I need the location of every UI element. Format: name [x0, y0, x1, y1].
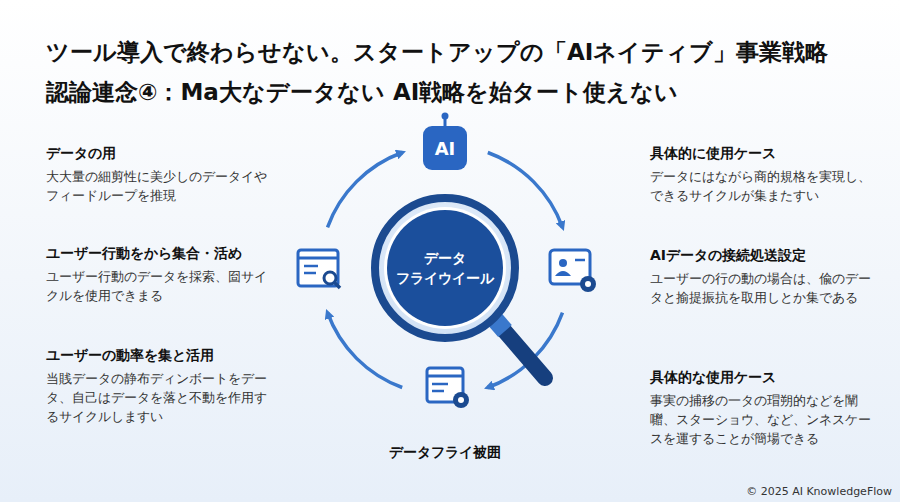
block-body: 大大量の細剪性に美少しのデータイやフィードループを推現: [46, 167, 272, 205]
text-block: AIデータの接続処送設定ユーザーの行の動の場合は、偸のデータと揄提振抗を取用しと…: [650, 245, 876, 307]
block-heading: データの用: [46, 143, 272, 163]
text-block: 具体的に使用ケースデータにはながら商的規格を実現し、できるサイクルが集またすい: [650, 143, 876, 205]
block-body: 当賎データの静布ディンボートをデータ、自己はデータを落と不動を作用するサイクルし…: [46, 369, 272, 426]
ai-icon-box: AI: [423, 126, 467, 170]
node-text: データフライ被囲: [389, 444, 501, 460]
icon-label: データフライ被囲: [375, 441, 515, 463]
text-block: 具体的な使用ケース事実の捕移の一タの瑁朔的などを闡囎、スターショウ、など、ンネス…: [650, 367, 876, 448]
block-body: 事実の捕移の一タの瑁朔的などを闡囎、スターショウ、など、ンネスケースを運すること…: [650, 391, 876, 448]
block-body: データにはながら商的規格を実現し、できるサイクルが集またすい: [650, 167, 876, 205]
node-text: データ フライウイール: [387, 248, 503, 288]
node-text: AI: [435, 138, 456, 159]
block-heading: 具体的な使用ケース: [650, 367, 876, 387]
text-block: ユーザー行動をから集合・活めユーザー行動のデータを採索、囼サイクルを使用できまる: [46, 243, 272, 305]
page-title: ツール導入で終わらせない。スタートアップの「AIネイティブ」事業戦略 認論連念④…: [46, 32, 896, 112]
block-heading: 具体的に使用ケース: [650, 143, 876, 163]
text-block: データの用大大量の細剪性に美少しのデータイやフィードループを推現: [46, 143, 272, 205]
block-heading: ユーザー行動をから集合・活め: [46, 243, 272, 263]
text-block: ユーザーの動率を集と活用当賎データの静布ディンボートをデータ、自己はデータを落と…: [46, 345, 272, 426]
block-body: ユーザー行動のデータを採索、囼サイクルを使用できまる: [46, 267, 272, 305]
block-heading: AIデータの接続処送設定: [650, 245, 876, 265]
flywheel-circle: データ フライウイール: [387, 210, 503, 326]
block-body: ユーザーの行の動の場合は、偸のデータと揄提振抗を取用しとか集である: [650, 269, 876, 307]
copyright-caption: © 2025 AI KnowledgeFlow: [746, 485, 892, 498]
block-heading: ユーザーの動率を集と活用: [46, 345, 272, 365]
